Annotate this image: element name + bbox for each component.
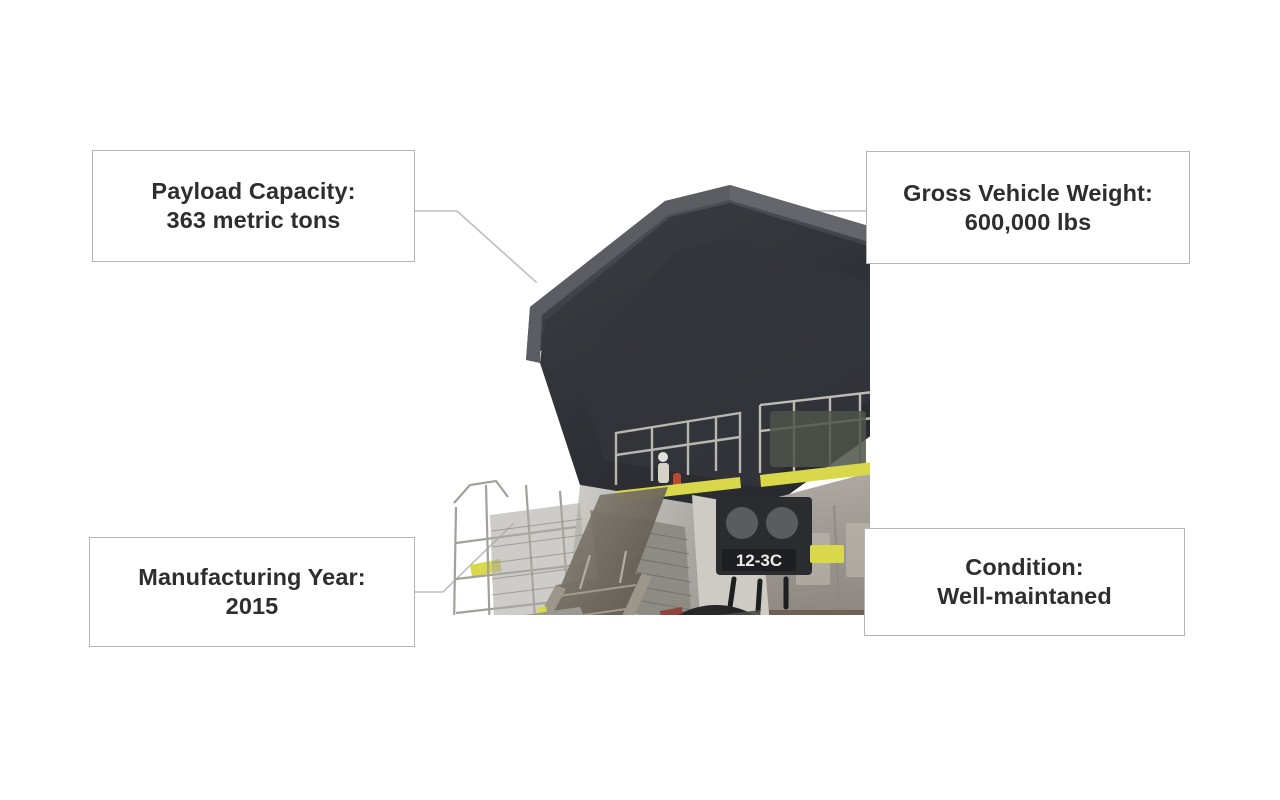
callout-payload-value: 363 metric tons	[166, 207, 341, 233]
callout-manufacturing-year[interactable]: Manufacturing Year: 2015	[89, 537, 415, 647]
truck-headlight-right	[766, 507, 798, 539]
truck-suspension-strut	[660, 607, 683, 615]
callout-gvw-label: Gross Vehicle Weight:	[903, 179, 1153, 206]
callout-gvw-value: 600,000 lbs	[964, 208, 1092, 235]
truck-front-tire	[677, 605, 755, 615]
truck-front-bumper	[524, 607, 584, 615]
callout-gross-vehicle-weight[interactable]: Gross Vehicle Weight: 600,000 lbs	[866, 151, 1190, 264]
truck-badge-text: 12-3C	[736, 551, 782, 570]
callout-condition-label: Condition:	[965, 554, 1084, 581]
callout-year-value: 2015	[225, 593, 279, 619]
truck-access-stairway	[537, 487, 668, 615]
truck-headlight-left	[726, 507, 758, 539]
truck-undercarriage	[718, 610, 761, 615]
truck-cab-window	[770, 411, 866, 467]
callout-payload-label: Payload Capacity:	[151, 178, 356, 205]
truck-bed-lower-lip	[760, 610, 870, 615]
haul-truck-image: 12-3C	[430, 155, 870, 615]
callout-condition-value: Well-maintaned	[937, 583, 1112, 609]
truck-front-hydraulics	[727, 576, 789, 614]
truck-canopy-edge	[526, 185, 733, 363]
callout-condition[interactable]: Condition: Well-maintaned	[864, 528, 1185, 636]
truck-stair-stringer-right	[622, 573, 652, 615]
callout-payload-capacity[interactable]: Payload Capacity: 363 metric tons	[92, 150, 415, 262]
callout-year-label: Manufacturing Year:	[138, 564, 366, 591]
truck-deck-railing	[614, 411, 742, 485]
